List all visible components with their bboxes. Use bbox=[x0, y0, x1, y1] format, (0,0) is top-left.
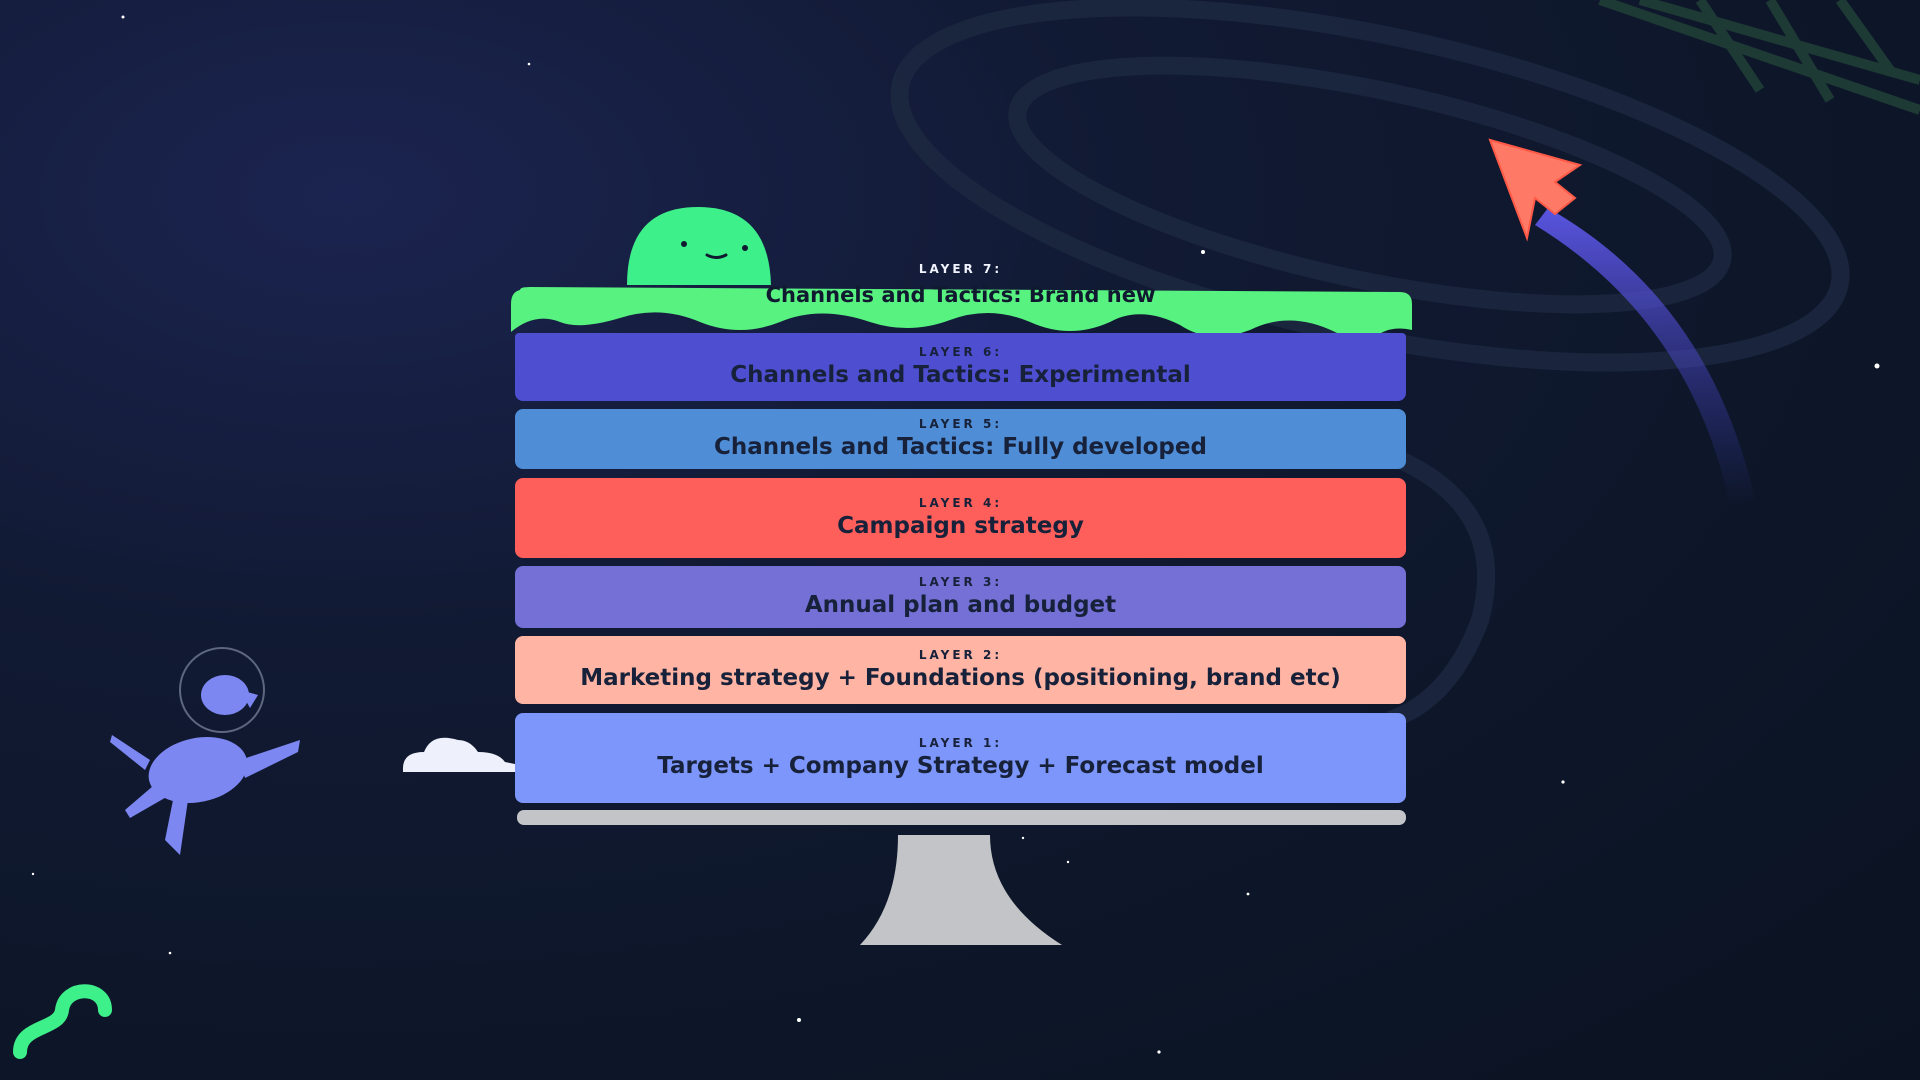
layer-7-label: LAYER 7: bbox=[918, 262, 1003, 276]
layer-2-label: LAYER 2: bbox=[918, 648, 1003, 662]
layer-2: LAYER 2: Marketing strategy + Foundation… bbox=[515, 636, 1406, 704]
layer-6-title: Channels and Tactics: Experimental bbox=[730, 362, 1191, 388]
layer-3: LAYER 3: Annual plan and budget bbox=[515, 566, 1406, 628]
cake-stand bbox=[860, 835, 1062, 945]
grid-decoration bbox=[1598, 0, 1920, 115]
layer-4: LAYER 4: Campaign strategy bbox=[515, 478, 1406, 558]
arrow-cursor-icon bbox=[1488, 138, 1583, 242]
layer-1-label: LAYER 1: bbox=[918, 736, 1003, 750]
layer-3-label: LAYER 3: bbox=[918, 575, 1003, 589]
layer-5-title: Channels and Tactics: Fully developed bbox=[714, 434, 1207, 460]
layer-7-frosting bbox=[511, 287, 1412, 341]
cloud-icon bbox=[402, 737, 555, 772]
space-dog-icon bbox=[110, 647, 300, 855]
layer-6: LAYER 6: Channels and Tactics: Experimen… bbox=[515, 333, 1406, 401]
layer-2-title: Marketing strategy + Foundations (positi… bbox=[580, 665, 1341, 691]
layer-5: LAYER 5: Channels and Tactics: Fully dev… bbox=[515, 409, 1406, 469]
layer-4-label: LAYER 4: bbox=[918, 496, 1003, 510]
layer-3-title: Annual plan and budget bbox=[804, 592, 1117, 618]
layer-4-title: Campaign strategy bbox=[837, 513, 1084, 539]
brand-logo-icon bbox=[13, 984, 112, 1059]
cake-plate bbox=[517, 810, 1406, 825]
layer-1: LAYER 1: Targets + Company Strategy + Fo… bbox=[515, 713, 1406, 803]
layer-1-title: Targets + Company Strategy + Forecast mo… bbox=[657, 753, 1264, 779]
layer-7: LAYER 7: Channels and Tactics: Brand new bbox=[515, 262, 1406, 308]
layer-5-label: LAYER 5: bbox=[918, 417, 1003, 431]
arrow-trail bbox=[1535, 208, 1755, 505]
green-blob-mascot-icon bbox=[627, 207, 771, 285]
layer-7-title: Channels and Tactics: Brand new bbox=[765, 283, 1156, 307]
stars bbox=[31, 15, 1880, 1054]
layer-6-label: LAYER 6: bbox=[918, 345, 1003, 359]
